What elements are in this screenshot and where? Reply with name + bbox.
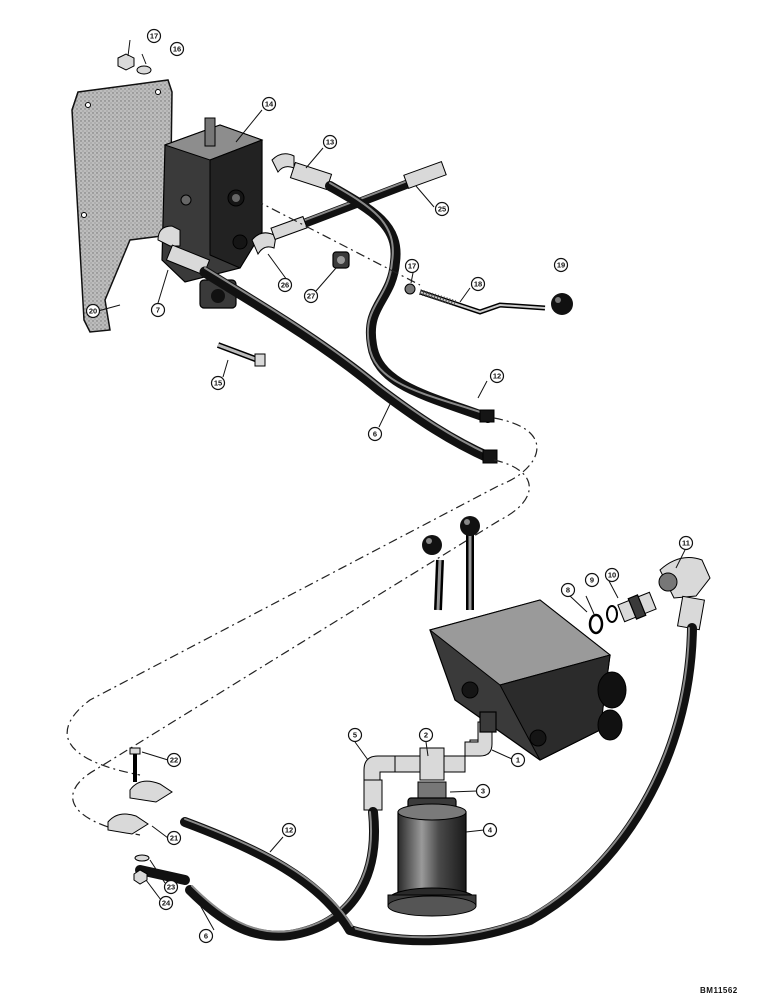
callout-6-lower: 6 <box>198 928 214 944</box>
hose-clamp <box>107 747 173 885</box>
svg-text:17: 17 <box>408 262 416 271</box>
mounting-plate <box>71 79 173 333</box>
callout-23: 23 <box>163 879 179 895</box>
svg-text:23: 23 <box>167 883 175 892</box>
lower-control-valve <box>422 516 627 761</box>
callout-24: 24 <box>158 895 174 911</box>
svg-text:24: 24 <box>162 899 171 908</box>
callout-17-top: 17 <box>146 28 162 44</box>
hose-12-lower <box>180 817 355 935</box>
callout-14: 14 <box>261 96 277 112</box>
svg-text:7: 7 <box>156 306 160 315</box>
callout-11: 11 <box>678 535 694 551</box>
callout-8: 8 <box>560 582 576 598</box>
svg-text:13: 13 <box>326 138 334 147</box>
callout-19: 19 <box>553 257 569 273</box>
svg-text:22: 22 <box>170 756 178 765</box>
control-lever-18 <box>404 283 546 315</box>
hose-6-upper <box>165 244 498 464</box>
callouts: 1 2 3 4 5 6 6 7 8 9 10 11 12 12 13 14 15… <box>85 28 694 944</box>
callout-1: 1 <box>510 752 526 768</box>
callout-13: 13 <box>322 134 338 150</box>
svg-text:1: 1 <box>516 756 520 765</box>
svg-text:20: 20 <box>89 307 97 316</box>
hose-13-12 <box>289 161 495 423</box>
tee-fitting <box>363 711 497 811</box>
callout-15: 15 <box>210 375 226 391</box>
svg-text:14: 14 <box>265 100 274 109</box>
callout-6-upper: 6 <box>367 426 383 442</box>
svg-text:2: 2 <box>424 731 428 740</box>
hose-right <box>345 623 697 946</box>
plug-27 <box>332 251 350 269</box>
svg-text:9: 9 <box>590 576 594 585</box>
svg-text:12: 12 <box>493 372 501 381</box>
callout-17-lever: 17 <box>404 258 420 274</box>
callout-2: 2 <box>418 727 434 743</box>
callout-25: 25 <box>434 201 450 217</box>
svg-text:5: 5 <box>353 731 357 740</box>
callout-16: 16 <box>169 41 185 57</box>
callout-21: 21 <box>166 830 182 846</box>
svg-text:26: 26 <box>281 281 289 290</box>
callout-9: 9 <box>584 572 600 588</box>
svg-text:17: 17 <box>150 32 158 41</box>
svg-text:19: 19 <box>557 261 565 270</box>
svg-text:3: 3 <box>481 787 485 796</box>
nut-washer-top <box>117 53 152 75</box>
svg-text:15: 15 <box>214 379 222 388</box>
cap-screw-15 <box>216 342 266 367</box>
svg-text:11: 11 <box>682 539 690 548</box>
svg-text:25: 25 <box>438 205 446 214</box>
svg-text:6: 6 <box>204 932 208 941</box>
swivel-elbow-11 <box>658 557 711 631</box>
svg-text:12: 12 <box>285 826 293 835</box>
callout-7: 7 <box>150 302 166 318</box>
svg-text:10: 10 <box>608 571 616 580</box>
callout-18: 18 <box>470 276 486 292</box>
valve-elbow-fittings <box>157 153 295 256</box>
callout-22: 22 <box>166 752 182 768</box>
svg-text:6: 6 <box>373 430 377 439</box>
svg-text:16: 16 <box>173 45 181 54</box>
callout-12-upper: 12 <box>489 368 505 384</box>
callout-27: 27 <box>303 288 319 304</box>
callout-26: 26 <box>277 277 293 293</box>
svg-text:21: 21 <box>170 834 178 843</box>
callout-3: 3 <box>475 783 491 799</box>
callout-12-lower: 12 <box>281 822 297 838</box>
routing-lines <box>66 199 538 836</box>
svg-text:27: 27 <box>307 292 315 301</box>
lever-knob-19 <box>551 293 573 315</box>
svg-text:4: 4 <box>488 826 493 835</box>
fittings-8-9-10 <box>588 591 657 635</box>
drawing-reference-code: BM11562 <box>700 986 738 995</box>
svg-text:18: 18 <box>474 280 482 289</box>
svg-text:8: 8 <box>566 586 570 595</box>
callout-5: 5 <box>347 727 363 743</box>
filter-canister <box>387 781 477 917</box>
hose-5-lower <box>135 807 379 941</box>
callout-4: 4 <box>482 822 498 838</box>
upper-control-valve <box>161 117 264 309</box>
leader-lines <box>97 39 686 931</box>
callout-20: 20 <box>85 303 101 319</box>
callout-10: 10 <box>604 567 620 583</box>
